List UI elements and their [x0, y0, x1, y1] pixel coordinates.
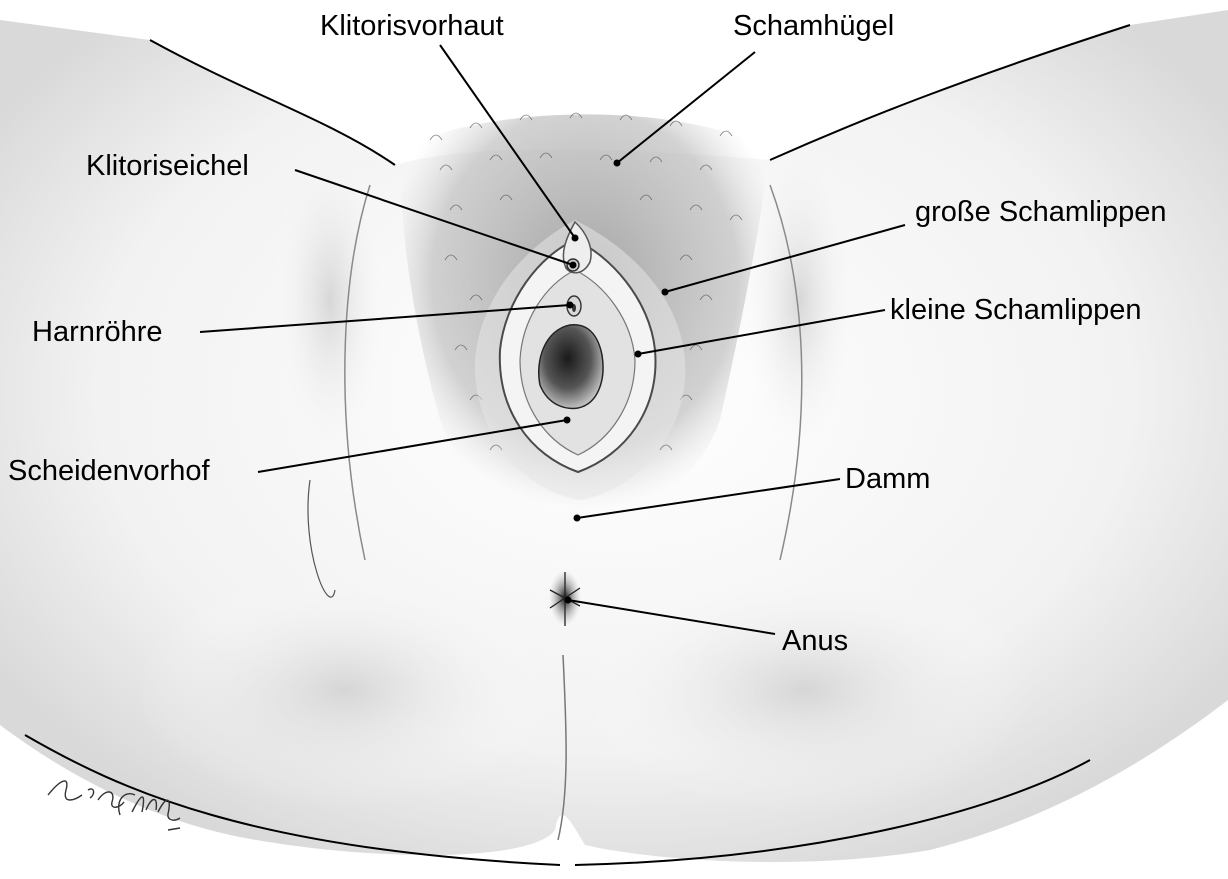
- left-buttock-shade: [135, 570, 555, 810]
- label-clitoral-glans: Klitoriseichel: [86, 152, 249, 181]
- label-anus: Anus: [782, 627, 848, 656]
- label-perineum: Damm: [845, 465, 930, 494]
- label-labia-minora: kleine Schamlippen: [890, 296, 1141, 325]
- label-vestibule: Scheidenvorhof: [8, 457, 210, 486]
- label-urethra: Harnröhre: [32, 318, 163, 347]
- label-mons-pubis: Schamhügel: [733, 12, 894, 41]
- label-labia-majora: große Schamlippen: [915, 198, 1166, 227]
- label-clitoral-hood: Klitorisvorhaut: [320, 12, 504, 41]
- anus: [549, 570, 581, 626]
- right-buttock-shade: [575, 565, 1035, 815]
